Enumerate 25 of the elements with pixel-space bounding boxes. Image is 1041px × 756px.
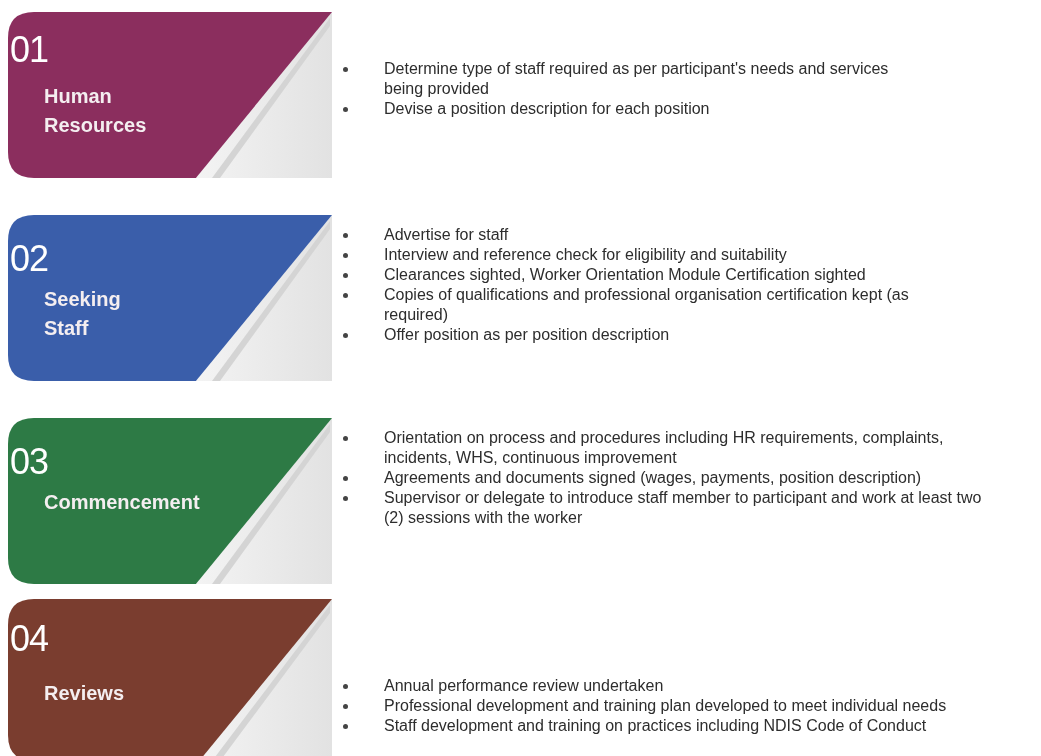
step-title: Reviews <box>44 681 125 706</box>
step-title: Commencement <box>44 490 200 515</box>
bullet-text: Determine type of staff required as per participant's needs and services being provided <box>384 59 890 99</box>
bullet-text: Clearances sighted, Worker Orientation Module Certification sighted <box>384 265 866 285</box>
step-card <box>8 599 332 756</box>
step-card <box>8 12 332 178</box>
bullet-text: Agreements and documents signed (wages, payments, position description) <box>384 468 922 488</box>
step-number: 01 <box>10 32 49 68</box>
bullet-text: Advertise for staff <box>384 225 509 245</box>
step-number: 03 <box>10 444 49 480</box>
bullet-text: Professional development and training plan developed to meet individual needs <box>384 696 947 716</box>
step-number: 02 <box>10 241 49 277</box>
bullet-text: Interview and reference check for eligibility and suitability <box>384 245 787 265</box>
step-title: Human Resources <box>44 84 147 138</box>
bullet-text: Devise a position description for each position <box>384 99 710 119</box>
step-title: Seeking Staff <box>44 287 121 341</box>
step-card <box>8 418 332 584</box>
bullet-text: Offer position as per position description <box>384 325 670 345</box>
step-card <box>8 215 332 381</box>
bullet-text: Annual performance review undertaken <box>384 676 664 696</box>
bullet-text: Staff development and training on practices including NDIS Code of Conduct <box>384 716 927 736</box>
bullet-text: Supervisor or delegate to introduce staff member to participant and work at least two (2) sessions with the worker <box>384 488 983 528</box>
bullet-text: Copies of qualifications and professional organisation certification kept (as required) <box>384 285 910 325</box>
step-number: 04 <box>10 621 49 657</box>
bullet-text: Orientation on process and procedures including HR requirements, complaints, incidents, WHS, continuous improvement <box>384 428 945 468</box>
